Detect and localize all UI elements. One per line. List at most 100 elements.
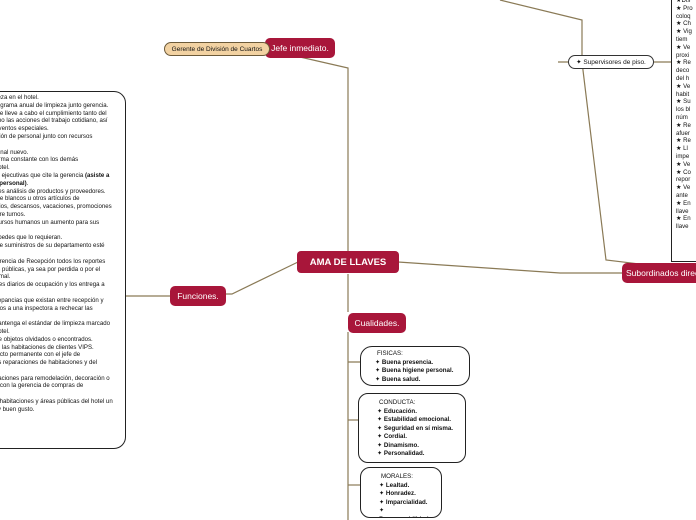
node-cualidades[interactable]: Cualidades. bbox=[348, 313, 406, 333]
node-supervisores-piso[interactable]: ✦ Supervisores de piso. bbox=[568, 55, 654, 69]
subordinados-line: tiem bbox=[676, 35, 688, 43]
funciones-line: oportes diarios de ocupación y los entre… bbox=[0, 281, 105, 289]
funciones-line: eo de las habitaciones de clientes VIPS. bbox=[0, 343, 94, 351]
subordinados-line: ★ Ve bbox=[676, 184, 691, 192]
subordinados-line: ★ Ll bbox=[676, 145, 688, 153]
subordinados-line: los bl bbox=[676, 106, 691, 114]
subordinados-line: ★ Su bbox=[676, 98, 691, 106]
funciones-line bbox=[0, 289, 125, 297]
subordinados-line: ★ Ch bbox=[676, 20, 691, 28]
morales-item: ✦ Lealtad. bbox=[379, 481, 410, 489]
connector-sub-up bbox=[581, 61, 649, 266]
funciones-label: Funciones. bbox=[177, 291, 219, 301]
funciones-line: a recursos humanos un aumento para sus bbox=[0, 218, 100, 226]
cualidades-conducta-box: CONDUCTA: ✦ Educación. ✦ Estabilidad emo… bbox=[358, 393, 466, 463]
connector-top-right bbox=[499, 0, 583, 62]
connector-jefe bbox=[264, 48, 349, 262]
connector-funciones bbox=[226, 261, 299, 295]
subordinados-line: ★ Ve bbox=[676, 160, 691, 168]
funciones-line: elección de personal junto con recursos bbox=[0, 132, 93, 140]
supervisores-label: ✦ Supervisores de piso. bbox=[576, 59, 646, 66]
subordinados-line: ★ Pro bbox=[676, 4, 693, 12]
subordinados-line: ★ En bbox=[676, 215, 691, 223]
subordinados-line: llave bbox=[676, 207, 689, 215]
cualidades-fisicas-box: FISICAS: ✦ Buena presencia. ✦ Buena higi… bbox=[360, 346, 470, 386]
central-label: AMA DE LLAVES bbox=[309, 256, 387, 268]
morales-item: ✦ Responsabilidad. bbox=[379, 507, 430, 517]
node-gerente-division[interactable]: Gerente de División de Cuartos bbox=[164, 42, 270, 56]
subordinados-line: impe bbox=[676, 152, 690, 160]
subordinados-line: ★ Re bbox=[676, 137, 691, 145]
funciones-line: discrepancias que existan entre recepció… bbox=[0, 296, 104, 304]
conducta-item: ✦ Seguridad en sí misma. bbox=[377, 424, 454, 432]
subordinados-line: del h bbox=[676, 74, 690, 82]
subordinados-line: ★ Ve bbox=[676, 82, 691, 90]
subordinados-line: ante bbox=[676, 191, 688, 199]
funciones-line: ncia y buen gusto. bbox=[0, 405, 35, 413]
central-topic[interactable]: AMA DE LLAVES bbox=[297, 251, 399, 273]
subordinados-line: ★ En bbox=[676, 199, 691, 207]
funciones-line: huéspedes que lo requieran. bbox=[0, 234, 63, 242]
node-subordinados[interactable]: Subordinados direc bbox=[622, 263, 696, 283]
funciones-line: el programa anual de limpieza junto gere… bbox=[0, 101, 109, 109]
jefe-label: Jefe inmediato. bbox=[271, 43, 329, 53]
funciones-line: de las reparaciones de habitaciones y de… bbox=[0, 359, 98, 367]
gerente-label: Gerente de División de Cuartos bbox=[171, 45, 263, 53]
funciones-line: de forma constante con los demás bbox=[0, 156, 79, 164]
conducta-item: ✦ Educación. bbox=[377, 407, 417, 415]
funciones-line: l, como las acciones del trabajo cotidia… bbox=[0, 117, 108, 125]
funciones-line: áreas públicas, ya sea por perdida o por… bbox=[0, 265, 101, 273]
funciones-line: que se lleve a cabo el cumplimiento tant… bbox=[0, 109, 107, 117]
funciones-line bbox=[0, 367, 125, 375]
subordinados-line: deco bbox=[676, 67, 690, 75]
subordinados-line: ★ Re bbox=[676, 121, 691, 129]
funciones-line: to. bbox=[0, 250, 125, 258]
subordinados-line: ★ Co bbox=[676, 168, 691, 176]
node-funciones[interactable]: Funciones. bbox=[170, 286, 226, 306]
funciones-line: n a eventos especiales. bbox=[0, 125, 49, 133]
funciones-line: ock de suministros de su departamento es… bbox=[0, 242, 105, 250]
funciones-line bbox=[0, 312, 125, 320]
subordinados-line: afuer bbox=[676, 129, 690, 137]
cualidades-morales-box: MORALES: ✦ Lealtad. ✦ Honradez. ✦ Imparc… bbox=[360, 467, 442, 518]
funciones-line: y cubre turnos. bbox=[0, 210, 26, 218]
funciones-line: personal nuevo. bbox=[0, 148, 29, 156]
subordinados-line: proxi bbox=[676, 51, 690, 59]
fisicas-item: ✦ Buena salud. bbox=[375, 375, 421, 383]
funciones-text-box: limpieza en el hotel.el programa anual d… bbox=[0, 91, 126, 449]
cualidades-label: Cualidades. bbox=[354, 318, 400, 328]
subordinados-line: ★ Ve bbox=[676, 43, 691, 51]
funciones-lines: limpieza en el hotel.el programa anual d… bbox=[0, 94, 125, 414]
funciones-line: alta de blancos u otros artículos de bbox=[0, 195, 80, 203]
funciones-line: se mantenga el estándar de limpieza marc… bbox=[0, 320, 110, 328]
funciones-line: habitaciones para remodelación, decoraci… bbox=[0, 374, 110, 382]
funciones-line: contacto permanente con el jefe de bbox=[0, 351, 81, 359]
conducta-title: CONDUCTA: bbox=[379, 399, 416, 406]
morales-title: MORALES: bbox=[381, 473, 413, 480]
connector-subordinados bbox=[397, 261, 622, 274]
conducta-item: ✦ Dinamismo. bbox=[377, 441, 419, 449]
funciones-line: stantes análisis de productos y proveedo… bbox=[0, 187, 106, 195]
funciones-line: o normal. bbox=[0, 273, 11, 281]
morales-item: ✦ Imparcialidad. bbox=[379, 498, 428, 506]
funciones-line: a las habitaciones y áreas públicas del … bbox=[0, 398, 113, 406]
funciones-line: untas ejecutivas que cite la gerencia (a… bbox=[0, 171, 110, 179]
funciones-line: trol de objetos olvidados o encontrados. bbox=[0, 335, 93, 343]
funciones-line bbox=[0, 227, 125, 235]
node-jefe-inmediato[interactable]: Jefe inmediato. bbox=[265, 38, 335, 58]
subordinados-line: coloq bbox=[676, 12, 691, 20]
subordinados-label: Subordinados direc bbox=[626, 268, 696, 278]
conducta-item: ✦ Estabilidad emocional. bbox=[377, 416, 451, 423]
funciones-line: del hotel. bbox=[0, 327, 10, 335]
funciones-line: del hotel. bbox=[0, 164, 10, 172]
funciones-line: junto con la gerencia de compras de bbox=[0, 382, 84, 390]
funciones-line: nviados a una inspectora a rechecar las bbox=[0, 304, 93, 312]
funciones-line bbox=[0, 141, 125, 149]
funciones-line: la Gerencia de Recepción todos los repor… bbox=[0, 257, 106, 265]
funciones-line: horarios, descansos, vacaciones, promoci… bbox=[0, 203, 112, 211]
subordinados-line: ★ Re bbox=[676, 59, 691, 67]
fisicas-title: FISICAS: bbox=[377, 350, 403, 357]
funciones-line bbox=[0, 390, 125, 398]
